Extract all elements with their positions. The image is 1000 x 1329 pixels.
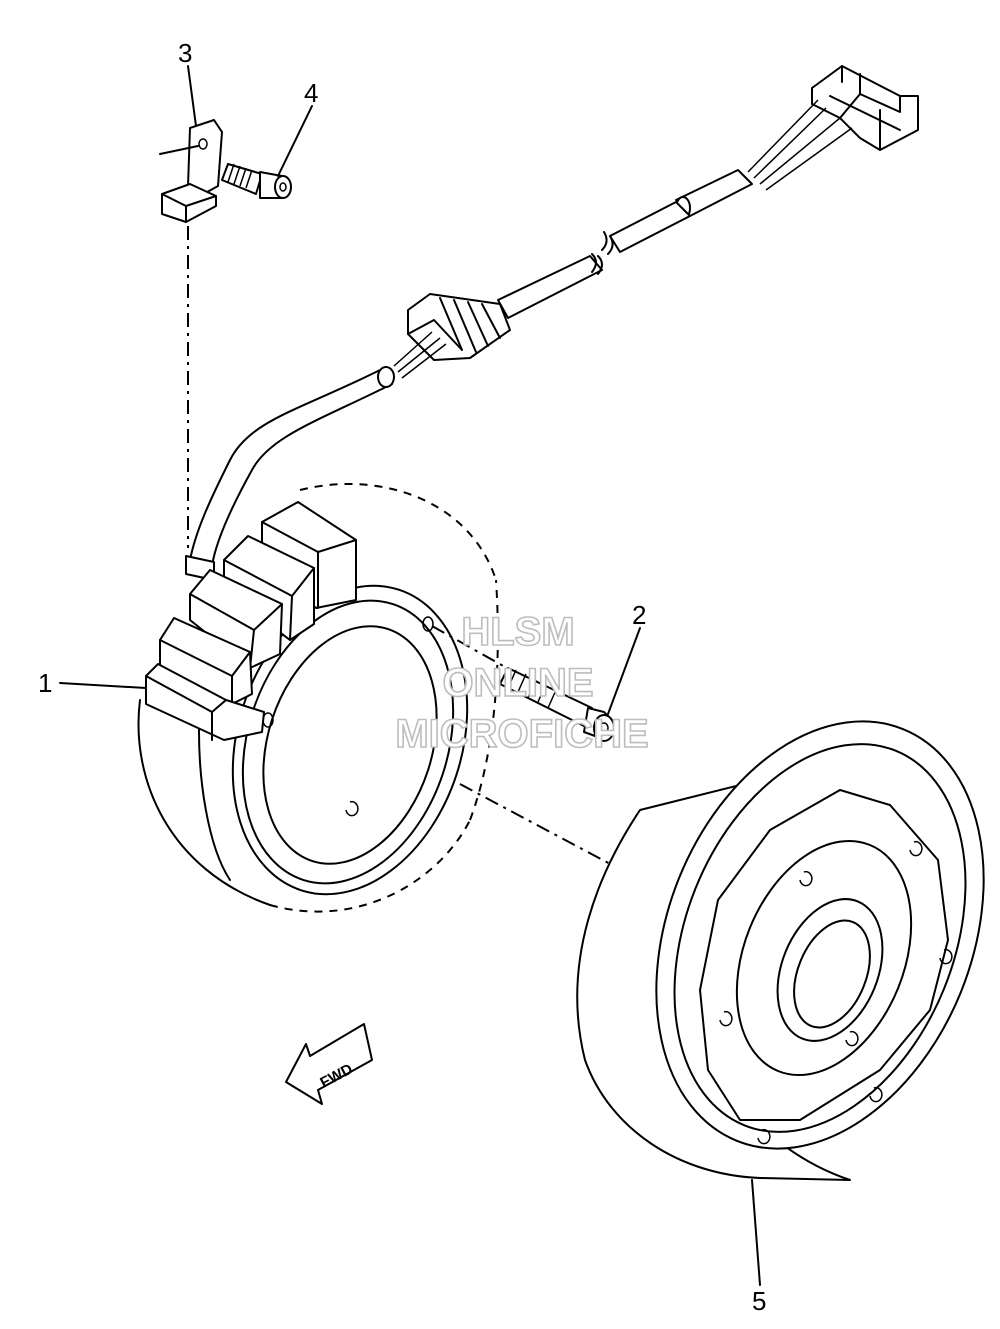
wire-harness [497, 99, 853, 319]
callout-5: 5 [752, 1286, 766, 1316]
watermark-line-3: MICROFICHE [395, 712, 648, 756]
stator-bolt [431, 625, 615, 742]
assembly-center-line [459, 783, 615, 867]
callout-4: 4 [304, 78, 318, 108]
rotor [576, 720, 985, 1181]
stator-poles [145, 501, 357, 741]
watermark-line-2: ONLINE [442, 661, 593, 705]
callout-3: 3 [178, 38, 192, 68]
callout-2: 2 [632, 600, 646, 630]
wire-coupler [393, 293, 511, 379]
callout-1: 1 [38, 668, 52, 698]
lead-clamp [161, 119, 223, 223]
watermark-line-1: HLSM [461, 610, 574, 654]
clamp-pin-line [159, 145, 199, 155]
wire-connector [811, 65, 919, 151]
callout-leaders [59, 65, 761, 1286]
fwd-arrow: FWD [285, 1023, 373, 1105]
watermark: HLSM ONLINE MICROFICHE [395, 609, 650, 757]
arrow-left-icon [285, 1023, 373, 1105]
